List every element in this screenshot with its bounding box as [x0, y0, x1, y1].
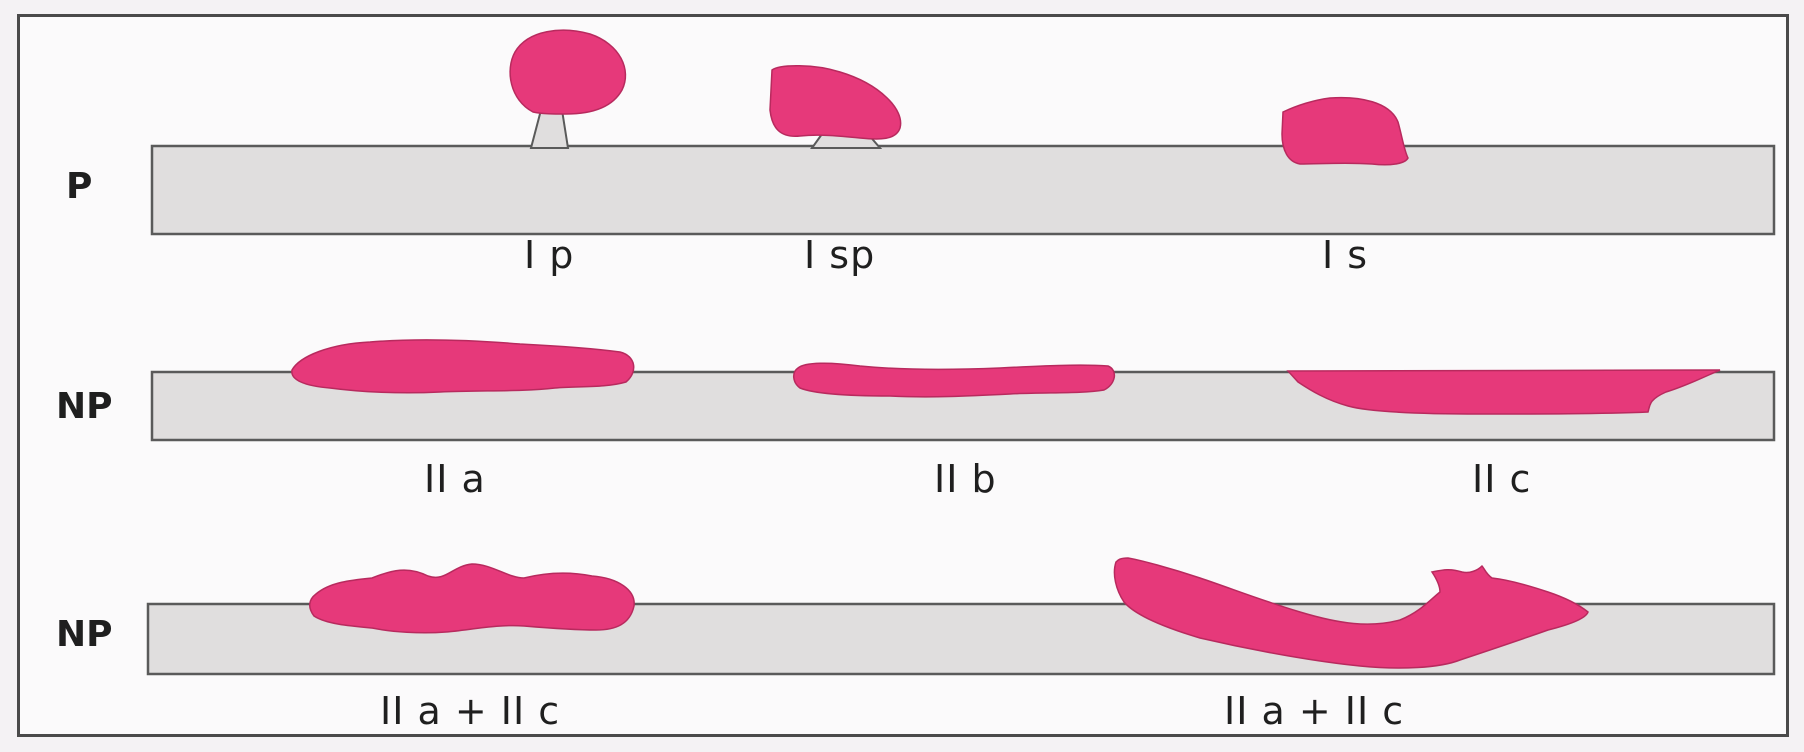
mucosa-band [152, 146, 1774, 234]
lesion-label: II c [1472, 457, 1531, 501]
lesion-label: I p [524, 233, 574, 277]
lesion-iia [292, 340, 634, 393]
lesion-ip [510, 30, 625, 148]
row-polypoid: P I p I sp I s [66, 30, 1774, 277]
lesion-label: II a + II c [380, 689, 560, 733]
lesion-iia-iic-left [310, 564, 634, 633]
lesion-label: II a [424, 457, 486, 501]
row-label: P [66, 166, 92, 207]
row-label: NP [56, 614, 113, 655]
lesion-iib [794, 363, 1115, 397]
lesion-label: II a + II c [1224, 689, 1404, 733]
lesion-isp [770, 66, 901, 148]
row-combined: NP II a + II c II a + II c [56, 558, 1774, 733]
row-nonpolypoid: NP II a II b II c [56, 340, 1774, 501]
lesion-is [1282, 98, 1408, 165]
lesion-label: I s [1322, 233, 1368, 277]
row-label: NP [56, 386, 113, 427]
lesion-label: II b [934, 457, 997, 501]
lesion-label: I sp [804, 233, 875, 277]
